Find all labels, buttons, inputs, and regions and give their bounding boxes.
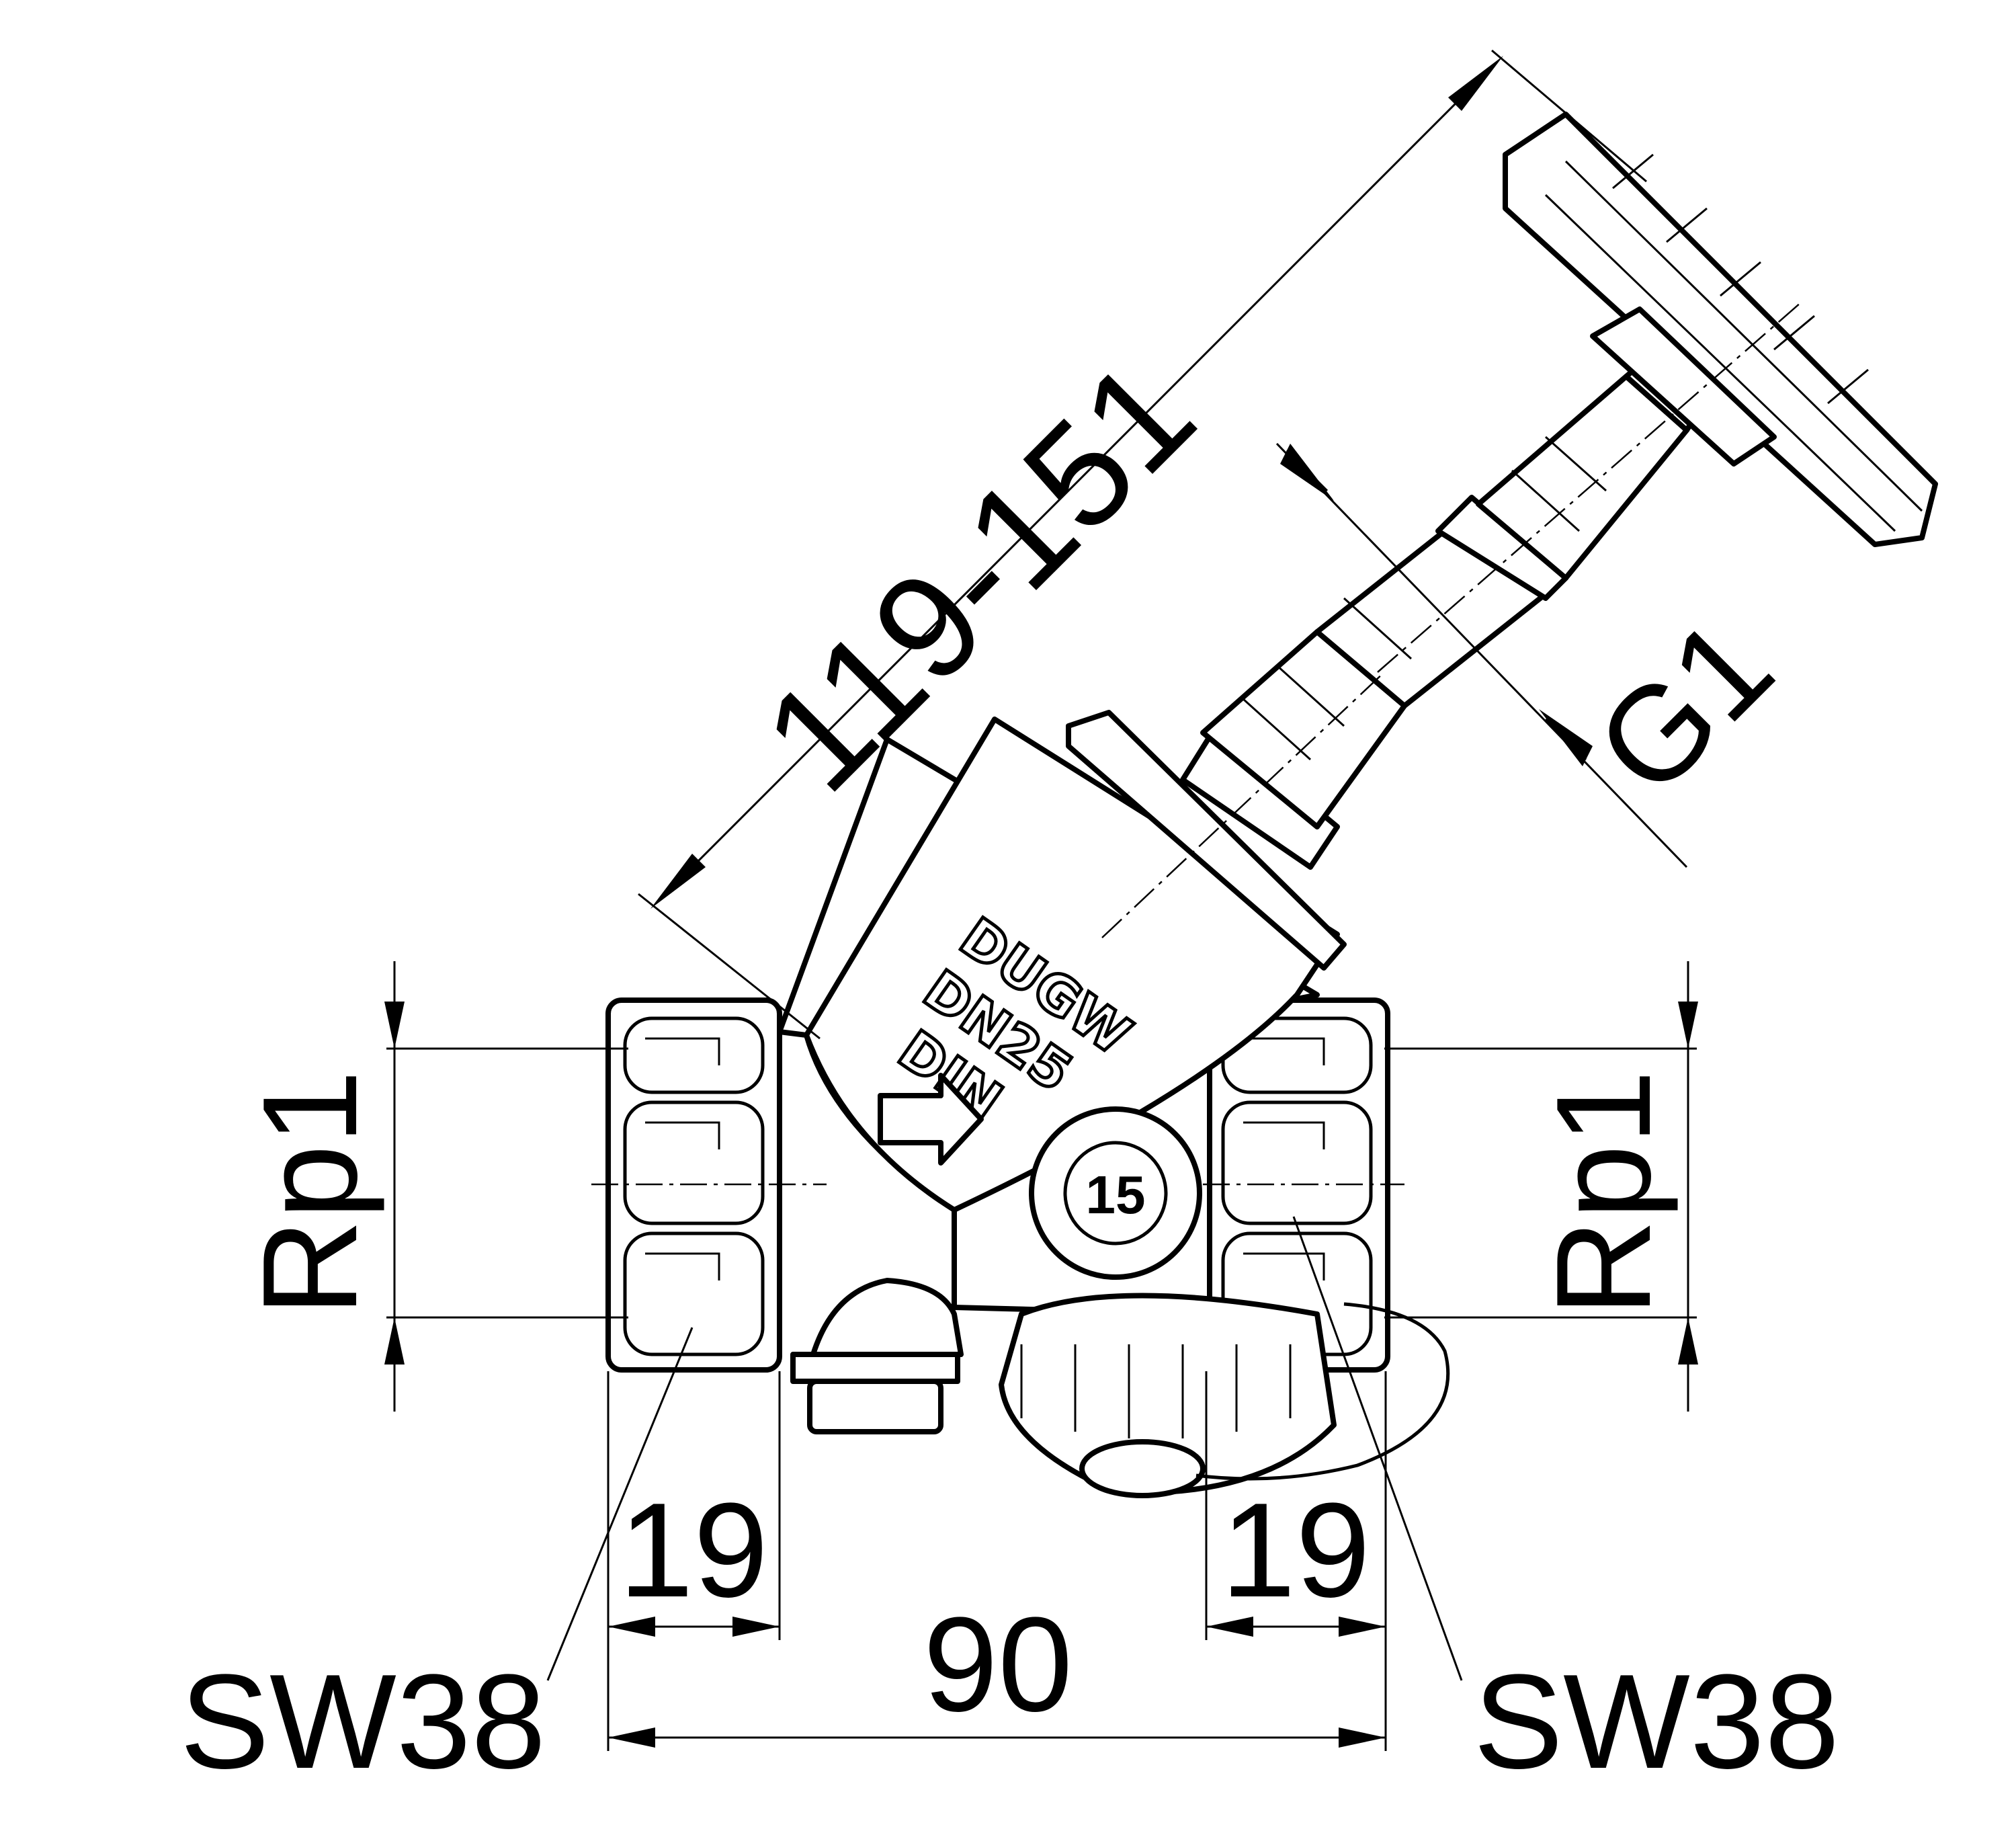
width-left-label: 19	[619, 1475, 768, 1625]
test-port-knob: 15	[999, 1106, 1450, 1498]
width-total-label: 90	[923, 1590, 1073, 1740]
emblem-text: 15	[1086, 1165, 1146, 1225]
arrow-head	[384, 1002, 405, 1049]
dim-rp-right: Rp1	[1384, 961, 1698, 1412]
drain-plug	[790, 1278, 964, 1434]
rp-right-label: Rp1	[1529, 1070, 1679, 1317]
width-right-label: 19	[1221, 1475, 1370, 1625]
arrow-head	[1448, 56, 1503, 111]
arrow-head	[1339, 1727, 1386, 1748]
arrow-head	[608, 1727, 655, 1748]
arrow-head	[1339, 1617, 1386, 1637]
dim-wrench-sizes: SW38 SW38	[180, 1216, 1840, 1797]
arrow-head	[732, 1617, 780, 1637]
arrow-head	[1678, 1317, 1698, 1364]
arrow-head	[384, 1317, 405, 1364]
arrow-head	[1539, 709, 1593, 766]
arrow-head	[1206, 1617, 1253, 1637]
dim-widths: 19 19 90	[607, 1371, 1387, 1751]
thread-g-label: G1	[1568, 590, 1800, 823]
arrow-head	[1280, 444, 1334, 501]
dim-rp-left: Rp1	[235, 961, 628, 1412]
valve-body: 15	[605, 112, 1938, 1498]
flow-arrow-icon	[878, 1073, 984, 1166]
arrow-head	[1678, 1002, 1698, 1049]
arrow-head	[608, 1617, 655, 1637]
sw-right-label: SW38	[1474, 1647, 1840, 1797]
arrow-head	[650, 854, 706, 909]
centerlines	[591, 302, 1802, 1186]
sw-left-label: SW38	[180, 1647, 546, 1797]
rp-left-label: Rp1	[235, 1070, 385, 1317]
